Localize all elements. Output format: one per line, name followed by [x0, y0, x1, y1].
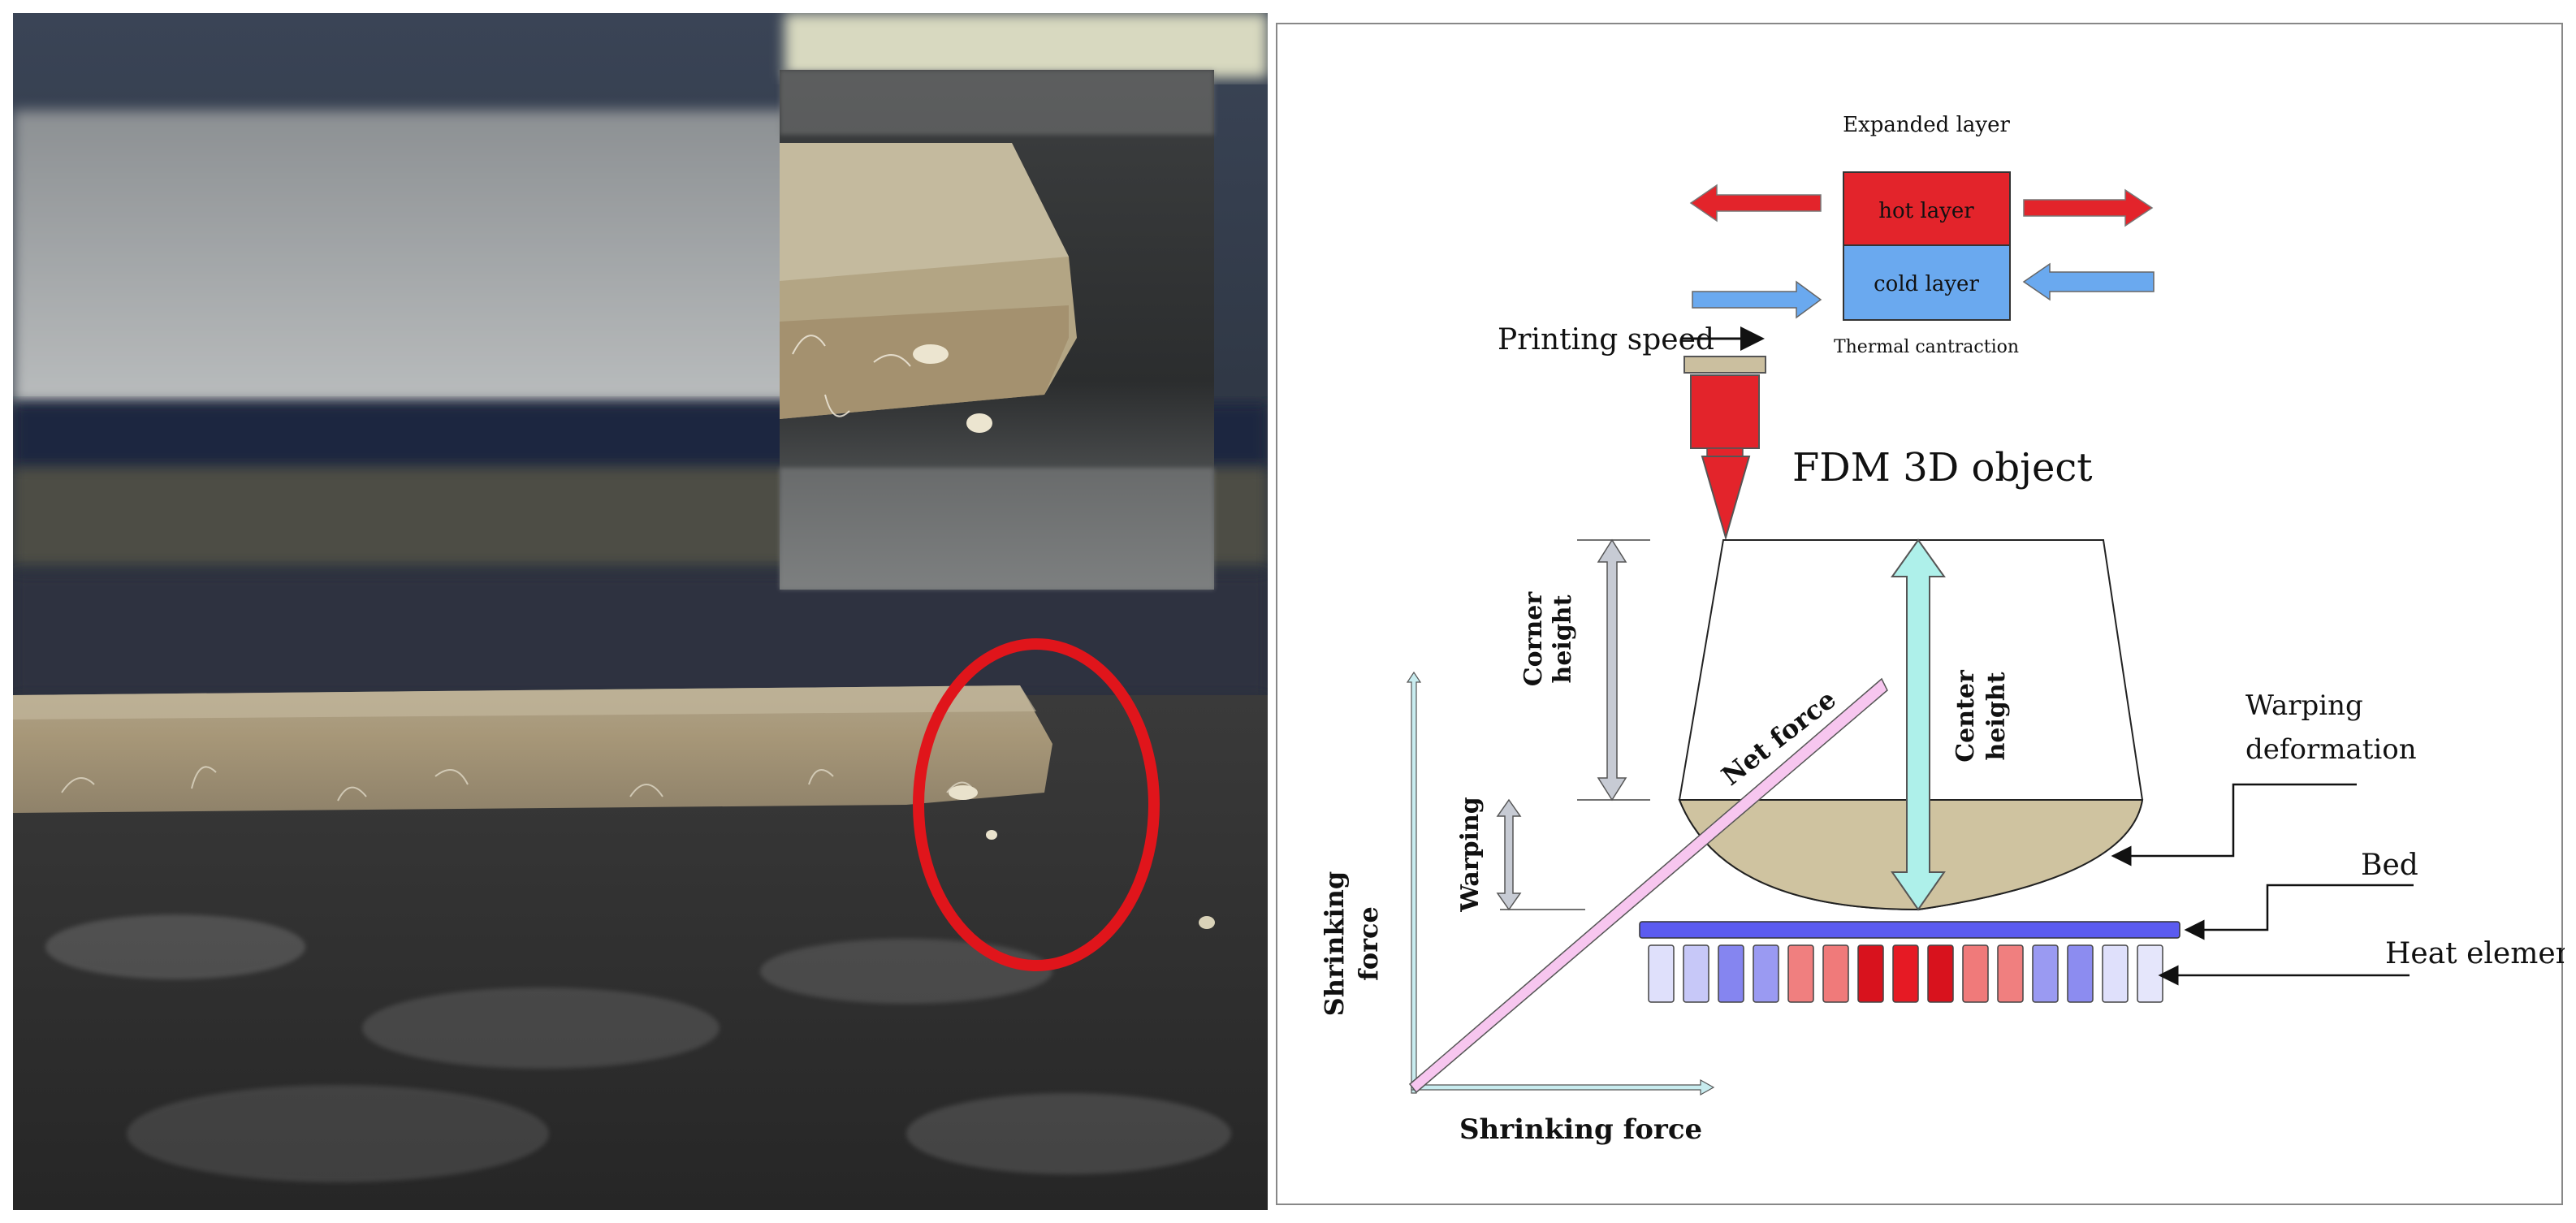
warping-deformation-leader: [2111, 783, 2357, 866]
corner-height-label-1: Corner: [1519, 591, 1548, 687]
warping-label: Warping: [1456, 797, 1485, 913]
zoom-inset: [780, 70, 1214, 590]
heat-cell: [2102, 944, 2129, 1003]
net-force-arrow: [1408, 677, 1888, 1094]
corner-height-label-2: height: [1549, 594, 1577, 683]
printing-speed-label: Printing speed: [1498, 323, 1714, 357]
expansion-arrow-right: [2023, 188, 2154, 227]
heat-cell: [1962, 944, 1989, 1003]
cold-layer-label: cold layer: [1874, 272, 1979, 296]
warp-highlight-circle: [913, 638, 1160, 971]
nozzle-cap: [1683, 356, 1766, 374]
bed-label: Bed: [2361, 849, 2418, 882]
hot-layer-label: hot layer: [1878, 199, 1974, 223]
bed-leader: [2184, 884, 2414, 940]
bed-plate: [1639, 921, 2181, 939]
heat-cell: [1787, 944, 1814, 1003]
corner-height-arrow: [1597, 538, 1627, 802]
lower-band: [13, 573, 1268, 695]
heat-cell: [1648, 944, 1675, 1003]
heat-cell: [1997, 944, 2024, 1003]
heat-cell: [1683, 944, 1709, 1003]
heat-cell: [2032, 944, 2059, 1003]
shrinking-force-vertical-label-2: force: [1353, 906, 1384, 981]
warping-diagram: Expanded layer hot layer cold layer Ther…: [1319, 113, 2576, 1146]
debris: [986, 830, 997, 840]
center-height-arrow: [1891, 538, 1946, 911]
photo-panel: [13, 13, 1268, 1210]
shrinking-force-vertical-label-1: Shrinking: [1319, 871, 1350, 1017]
diagram-panel: Expanded layer hot layer cold layer Ther…: [1276, 23, 2576, 1205]
debris: [1199, 916, 1215, 929]
warping-deformation-label-2: deformation: [2245, 733, 2417, 766]
heat-cell: [1892, 944, 1919, 1003]
heat-element-label: Heat element: [2385, 937, 2565, 970]
heat-cell: [1857, 944, 1884, 1003]
expansion-arrow-left: [1689, 184, 1822, 223]
nozzle-heater: [1690, 374, 1760, 449]
heat-cell: [2067, 944, 2094, 1003]
warping-arrow: [1496, 798, 1522, 911]
warping-deformation-label-1: Warping: [2245, 689, 2363, 722]
heat-cell: [1753, 944, 1779, 1003]
shrinking-force-horizontal-arrow: [1411, 1078, 1715, 1096]
cold-layer-box: [1843, 244, 2011, 321]
slab-top-edge: [13, 685, 1036, 720]
light-blur: [784, 13, 1268, 78]
nozzle-neck: [1706, 447, 1744, 457]
heat-element-cells: [1648, 944, 2163, 1003]
thermal-contraction-label: Thermal cantraction: [1834, 337, 2019, 357]
heat-cell: [1927, 944, 1954, 1003]
heat-cell: [1822, 944, 1849, 1003]
contraction-arrow-right: [2022, 262, 2155, 301]
shrinking-force-horizontal-label: Shrinking force: [1459, 1113, 1702, 1146]
shrinking-force-vertical-arrow: [1406, 671, 1422, 1094]
contraction-arrow-left: [1692, 280, 1822, 319]
photo-of-warped-print: [13, 13, 1268, 1210]
expanded-layer-label: Expanded layer: [1843, 113, 2010, 137]
heat-cell: [2137, 944, 2163, 1003]
heat-cell: [1718, 944, 1744, 1003]
fdm-object-title: FDM 3D object: [1792, 445, 2093, 490]
printer-hood: [13, 110, 947, 403]
debris: [949, 785, 978, 800]
center-height-label-1: Center: [1951, 669, 1980, 763]
center-height-label-2: height: [1982, 672, 2011, 760]
bed-texture: [45, 914, 1231, 1182]
nozzle-tip: [1701, 456, 1751, 541]
